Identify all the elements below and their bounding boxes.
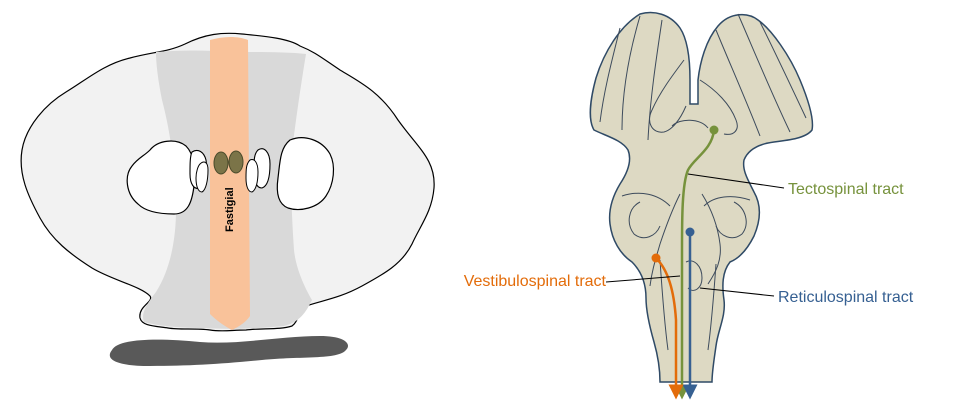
vestibulospinal-origin-dot bbox=[651, 253, 661, 263]
fastigial-nucleus-right bbox=[228, 150, 244, 174]
tracts bbox=[651, 125, 719, 400]
tectospinal-leader bbox=[687, 173, 785, 189]
vestibulospinal-label: Vestibulospinal tract bbox=[464, 273, 607, 290]
right-lobe-line-1 bbox=[759, 21, 807, 119]
reticulospinal-leader bbox=[699, 287, 775, 297]
vestibulospinal-leader bbox=[605, 275, 681, 283]
left-lobe-line-1 bbox=[599, 27, 621, 123]
medulla-olive bbox=[685, 260, 703, 291]
colliculus-curve bbox=[671, 119, 709, 129]
right-dentate-outline bbox=[276, 137, 335, 211]
fastigial-band bbox=[210, 37, 250, 330]
brainstem-shadow bbox=[109, 336, 349, 366]
brainstem bbox=[589, 11, 814, 383]
medulla-line-left bbox=[659, 259, 669, 351]
right-lobe-line-3 bbox=[715, 29, 761, 137]
fastigial-nucleus-left bbox=[213, 151, 229, 175]
pons-shape-right bbox=[715, 201, 747, 239]
leader-lines bbox=[605, 173, 785, 297]
cerebellum-section: Fastigial bbox=[20, 32, 435, 366]
left-inner-outline bbox=[195, 161, 209, 193]
pons-line-right bbox=[703, 196, 751, 207]
tectospinal-tract-line bbox=[674, 129, 716, 400]
left-dentate-outline bbox=[126, 140, 196, 215]
pons-shape-left bbox=[628, 201, 661, 239]
medulla-line-right bbox=[707, 263, 717, 351]
right-lobe-curve bbox=[699, 79, 738, 135]
vestibulospinal-tract-line bbox=[655, 257, 684, 400]
pons-center-right bbox=[701, 193, 721, 285]
reticulospinal-label: Reticulospinal tract bbox=[778, 289, 914, 306]
tectospinal-origin-dot bbox=[709, 125, 719, 135]
reticulospinal-origin-dot bbox=[685, 227, 695, 237]
right-inner-outline bbox=[245, 159, 259, 193]
brainstem-outline bbox=[589, 11, 814, 383]
pons-line-left bbox=[621, 192, 671, 207]
left-lobe-line-3 bbox=[647, 19, 663, 141]
fastigial-label: Fastigial bbox=[224, 187, 236, 232]
pons-center-left bbox=[649, 193, 681, 287]
tectospinal-label: Tectospinal tract bbox=[788, 181, 904, 198]
right-lobe-line-2 bbox=[737, 13, 791, 133]
left-lobe-line-2 bbox=[621, 15, 641, 131]
